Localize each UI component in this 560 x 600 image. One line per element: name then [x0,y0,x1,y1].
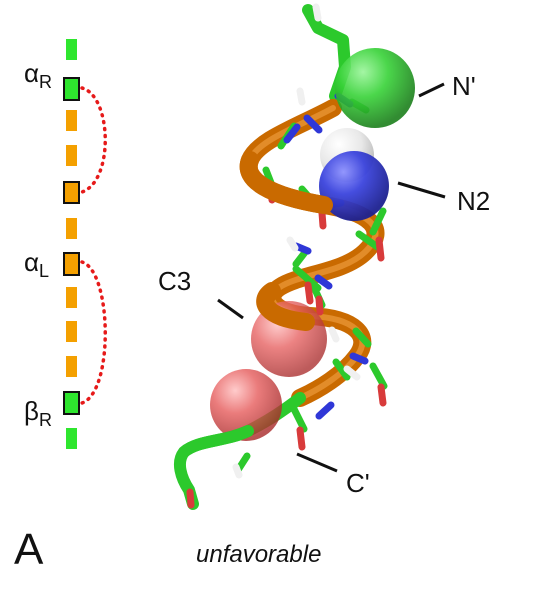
beta-r-label: βR [24,396,52,430]
blue-sphere [319,151,389,221]
ladder-orange [66,287,77,308]
red-sphere-lower [210,369,282,441]
helix-structure [173,3,415,510]
c-prime-leader [296,452,338,473]
n-prime-leader [418,82,445,98]
c3-label: C3 [158,266,191,296]
ladder-boxed-orange [63,181,80,204]
white-side-sticks [232,3,361,479]
front-green-segment [178,425,254,458]
front-helix-segment [239,151,333,214]
n-prime-label: N' [452,71,476,101]
ladder-green-bottom [66,428,77,449]
alpha-l-label: αL [24,247,49,281]
caption-label: unfavorable [196,541,321,568]
ladder-boxed-green-bottom [63,391,80,415]
ladder-orange [66,218,77,239]
alpha-r-label: αR [24,58,52,92]
green-sphere [335,48,415,128]
panel-label: A [14,525,44,574]
ladder-boxed-orange [63,252,80,276]
ladder-orange [66,145,77,166]
front-helix-segment [256,282,315,331]
dotted-link-bottom [80,260,107,405]
dotted-link-top [80,86,107,194]
residue-ladder [63,39,107,449]
ladder-orange [66,321,77,342]
n2-leader [397,181,446,199]
ladder-green-top [66,39,77,60]
ladder-orange [66,110,77,131]
c-prime-label: C' [346,468,370,498]
n2-label: N2 [457,186,490,216]
ladder-orange [66,356,77,377]
ladder-boxed-green-top [63,77,80,101]
c3-leader [217,298,244,320]
